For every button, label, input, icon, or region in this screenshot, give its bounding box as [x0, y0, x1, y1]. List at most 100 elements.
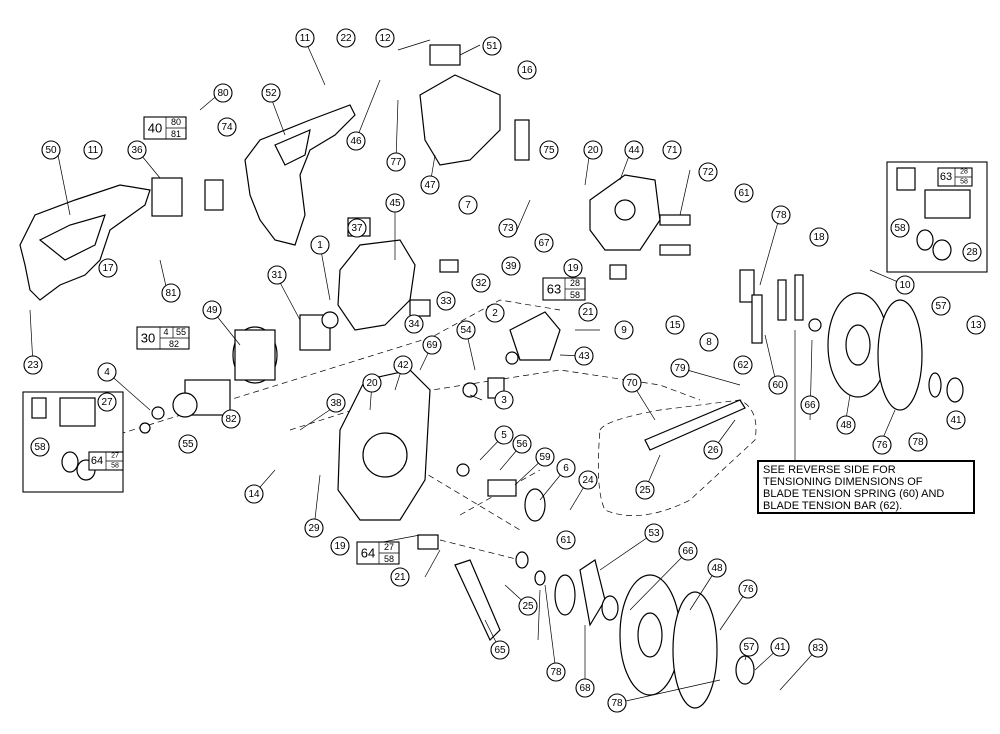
callout-label: 1 — [317, 240, 323, 251]
callout-52: 52 — [261, 83, 281, 103]
kit-63b-bottom: 58 — [960, 179, 968, 186]
callout-label: 68 — [579, 683, 591, 694]
callout-19: 19 — [330, 536, 350, 556]
callout-39: 39 — [501, 256, 521, 276]
callout-8: 8 — [699, 332, 719, 352]
callout-11: 11 — [295, 28, 315, 48]
callout-73: 73 — [498, 218, 518, 238]
callout-label: 59 — [539, 452, 551, 463]
callout-label: 76 — [876, 440, 888, 451]
callout-label: 48 — [711, 563, 723, 574]
callout-38: 38 — [326, 393, 346, 413]
callout-label: 52 — [265, 88, 277, 99]
callout-58: 58 — [890, 218, 910, 238]
tire-upper — [877, 299, 923, 411]
callout-label: 36 — [131, 145, 143, 156]
callout-75: 75 — [539, 140, 559, 160]
callout-label: 71 — [666, 145, 678, 156]
callout-69: 69 — [422, 335, 442, 355]
callout-label: 43 — [578, 351, 590, 362]
callout-60: 60 — [768, 375, 788, 395]
callout-82: 82 — [221, 409, 241, 429]
callout-label: 29 — [308, 523, 320, 534]
callout-22: 22 — [336, 28, 356, 48]
small-parts — [139, 44, 964, 685]
callout-label: 14 — [248, 489, 260, 500]
callout-78: 78 — [908, 432, 928, 452]
callout-label: 57 — [935, 301, 947, 312]
kit-label-63a: 63 28 58 — [542, 277, 586, 301]
callout-72: 72 — [698, 162, 718, 182]
callout-76: 76 — [872, 435, 892, 455]
callout-25: 25 — [635, 480, 655, 500]
callout-57: 57 — [739, 637, 759, 657]
callout-label: 76 — [742, 584, 754, 595]
callout-70: 70 — [622, 373, 642, 393]
callout-label: 74 — [221, 122, 233, 133]
callout-59: 59 — [535, 447, 555, 467]
callout-label: 58 — [34, 442, 46, 453]
callout-label: 73 — [502, 223, 514, 234]
callout-49: 49 — [202, 300, 222, 320]
motor-field — [232, 326, 278, 384]
callout-label: 49 — [206, 305, 218, 316]
callout-25: 25 — [518, 596, 538, 616]
callout-label: 61 — [738, 188, 750, 199]
mounting-plate — [454, 559, 501, 642]
callout-77: 77 — [386, 152, 406, 172]
callout-label: 20 — [587, 145, 599, 156]
callout-label: 26 — [707, 445, 719, 456]
callout-label: 44 — [628, 145, 640, 156]
callout-71: 71 — [662, 140, 682, 160]
kit-64b-top: 27 — [111, 453, 119, 460]
callout-label: 70 — [626, 378, 638, 389]
kit-63b-top: 28 — [960, 169, 968, 176]
callout-label: 41 — [950, 415, 962, 426]
callout-label: 60 — [772, 380, 784, 391]
kit-label-64b: 64 27 58 — [88, 451, 124, 471]
kit-40-top: 80 — [171, 117, 181, 127]
callout-label: 80 — [217, 88, 229, 99]
callout-45: 45 — [385, 193, 405, 213]
callout-24: 24 — [578, 470, 598, 490]
rear-frame — [419, 74, 501, 166]
callout-label: 20 — [366, 378, 378, 389]
kit-64b-main: 64 — [91, 455, 103, 467]
callout-label: 55 — [182, 439, 194, 450]
callout-66: 66 — [800, 395, 820, 415]
callout-61: 61 — [556, 530, 576, 550]
kit-label-64a: 64 27 58 — [356, 541, 400, 565]
callout-label: 37 — [351, 223, 363, 234]
callout-label: 27 — [101, 397, 113, 408]
callout-label: 7 — [465, 200, 471, 211]
armature — [172, 379, 231, 418]
callout-label: 67 — [538, 238, 550, 249]
callout-50: 50 — [41, 140, 61, 160]
handle-housing-right — [244, 104, 356, 246]
callout-13: 13 — [966, 315, 986, 335]
callout-34: 34 — [404, 314, 424, 334]
callout-label: 82 — [225, 414, 237, 425]
callout-62: 62 — [733, 355, 753, 375]
callout-label: 18 — [813, 232, 825, 243]
callout-48: 48 — [707, 558, 727, 578]
callout-label: 24 — [582, 475, 594, 486]
callout-label: 65 — [494, 645, 506, 656]
callout-27: 27 — [97, 392, 117, 412]
callout-label: 62 — [737, 360, 749, 371]
callout-10: 10 — [895, 275, 915, 295]
callout-label: 53 — [648, 528, 660, 539]
callout-label: 77 — [390, 157, 402, 168]
callout-label: 69 — [426, 340, 438, 351]
callout-label: 9 — [621, 325, 627, 336]
callout-label: 39 — [505, 261, 517, 272]
kit-64a-top: 27 — [384, 542, 394, 552]
callout-5: 5 — [494, 425, 514, 445]
callout-label: 21 — [582, 307, 594, 318]
callout-12: 12 — [375, 28, 395, 48]
gear-cover — [509, 311, 561, 361]
kit-40-bottom: 81 — [171, 129, 181, 139]
callout-9: 9 — [614, 320, 634, 340]
kit-63a-top: 28 — [570, 278, 580, 288]
